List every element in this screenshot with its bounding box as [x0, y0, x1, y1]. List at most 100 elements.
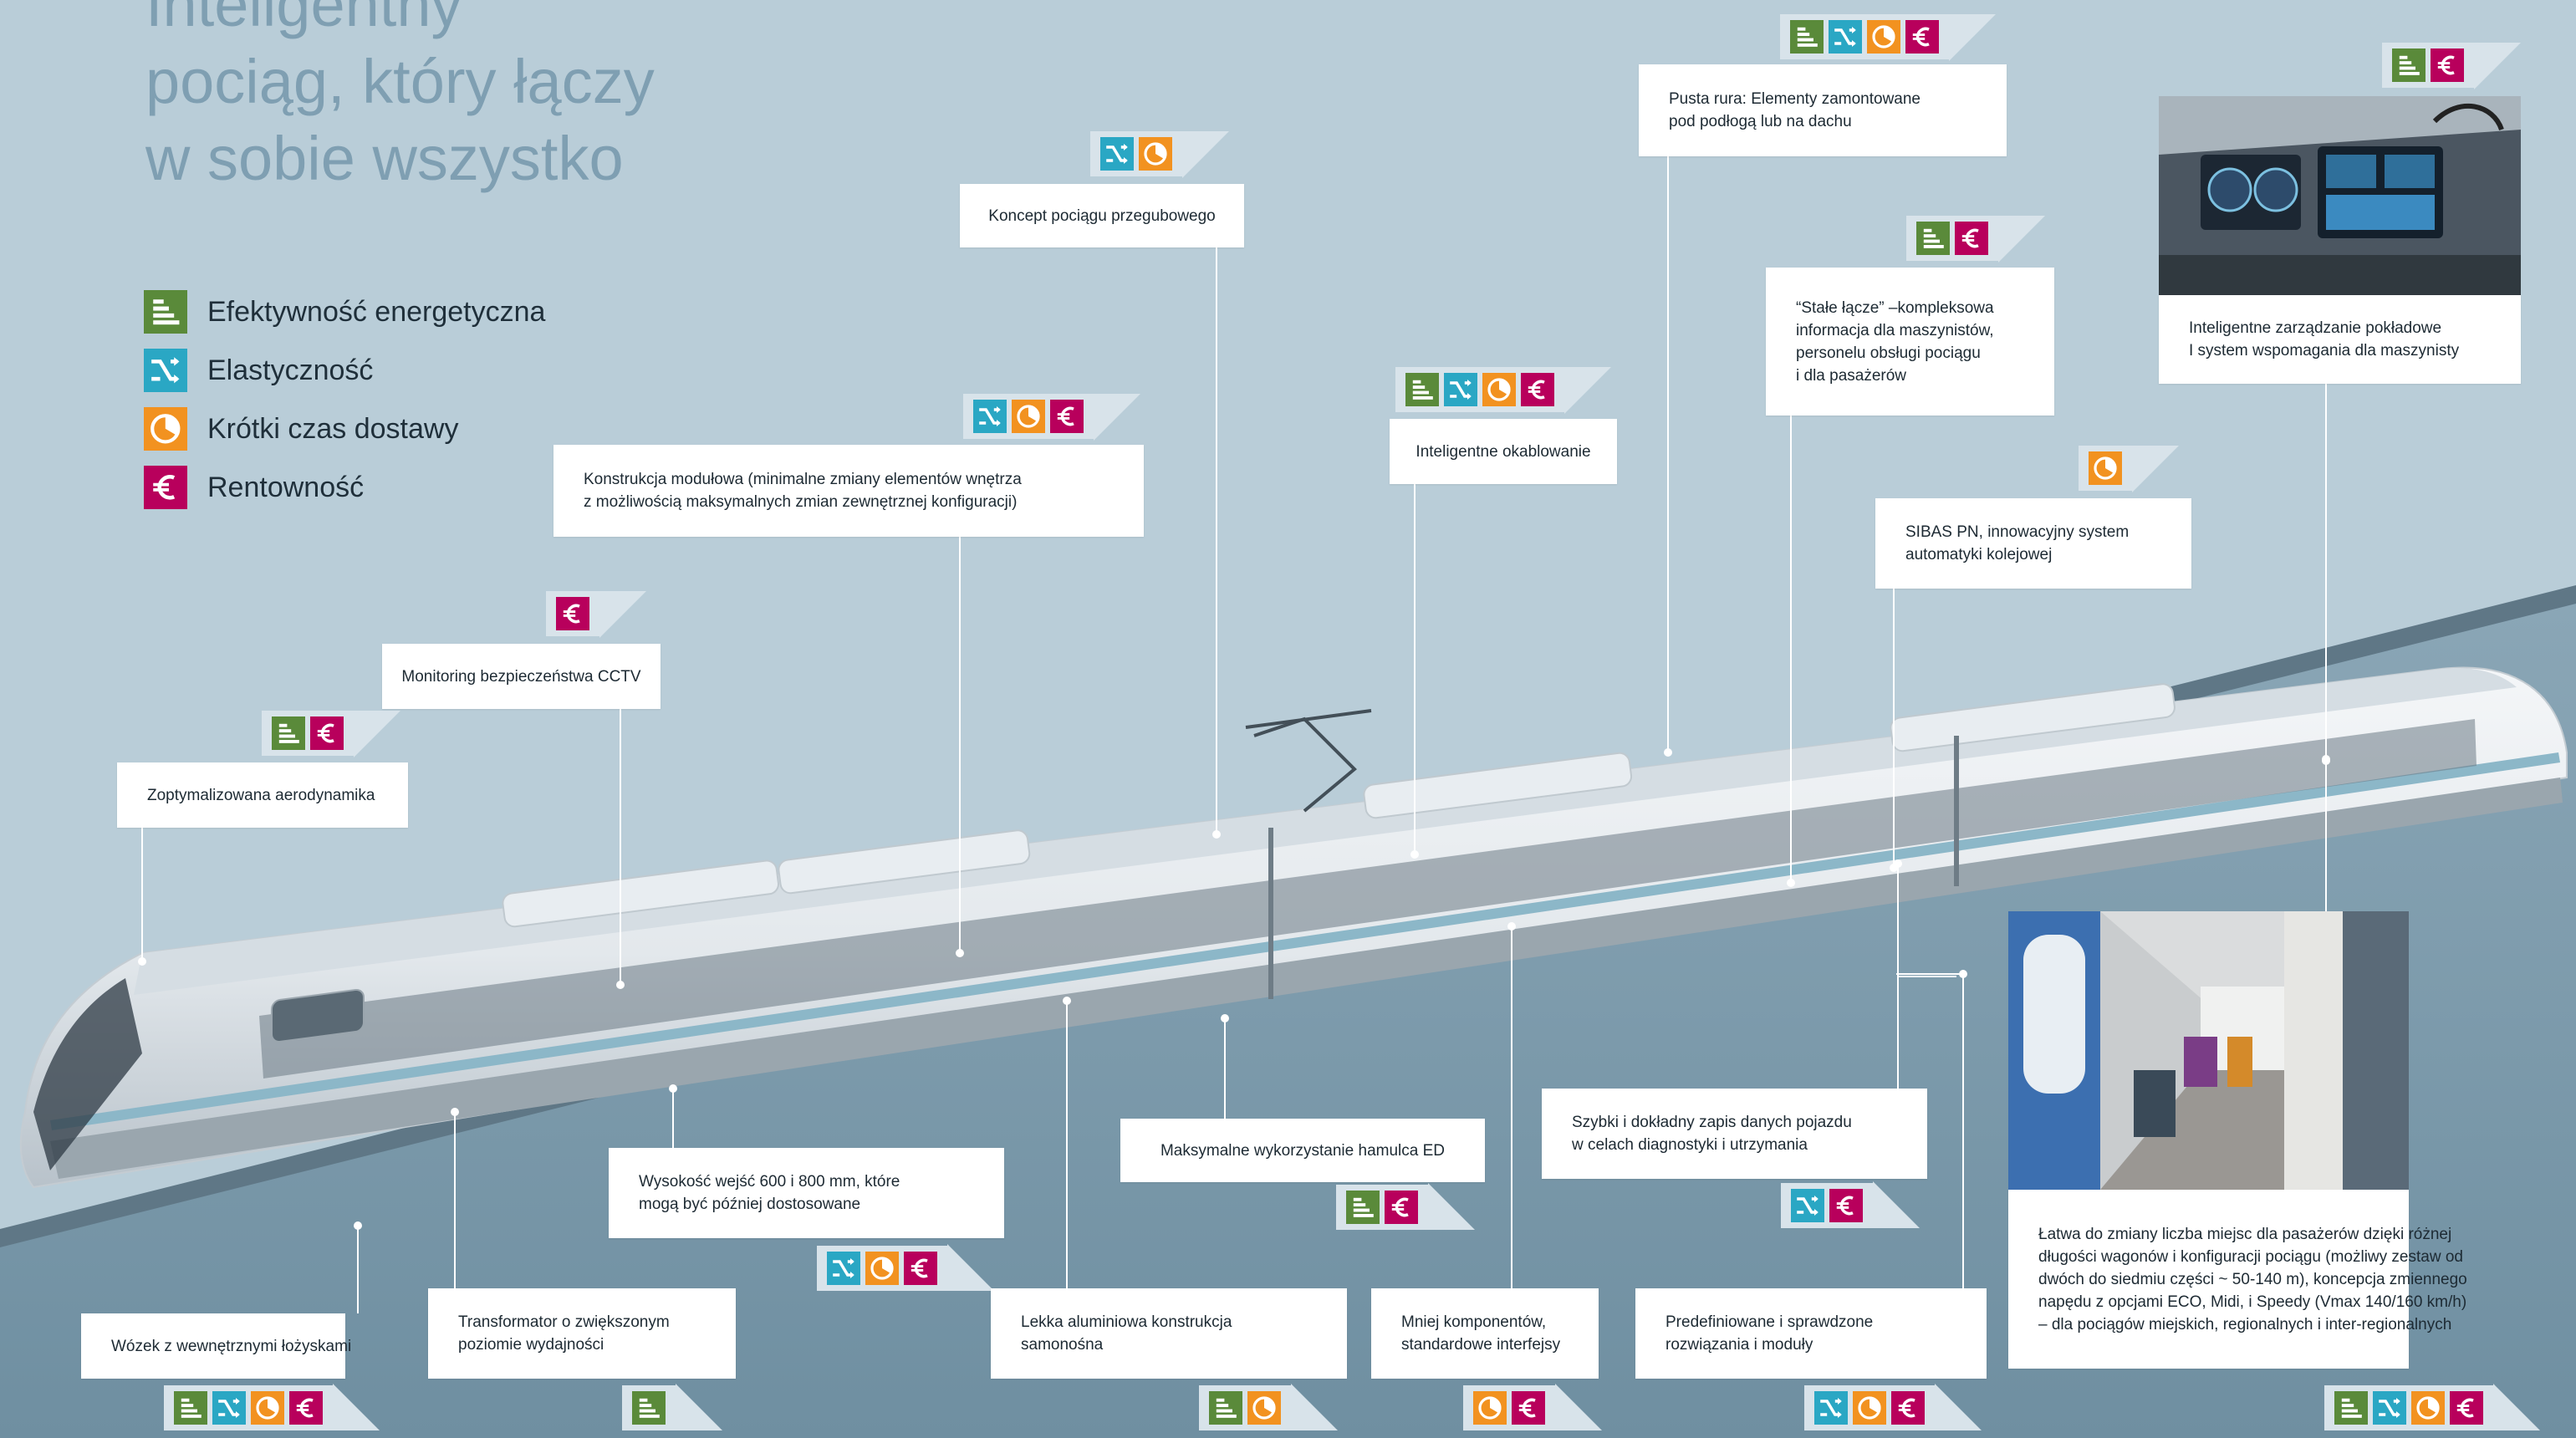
leader-line: [2325, 761, 2327, 911]
energy-bars-icon: [2334, 1391, 2368, 1425]
callout-line: I system wspomagania dla maszynisty: [2189, 342, 2460, 360]
callout-line: Koncept pociągu przegubowego: [988, 207, 1216, 225]
callout-icons: [164, 1384, 380, 1430]
clock-icon: [1473, 1391, 1507, 1425]
euro-icon: [144, 466, 187, 509]
legend-label: Elastyczność: [207, 354, 374, 386]
euro-icon: [904, 1252, 937, 1285]
shuffle-icon: [1814, 1391, 1848, 1425]
callout-line: rozwiązania i moduły: [1665, 1336, 1813, 1354]
clock-icon: [1853, 1391, 1886, 1425]
callout-line: Szybki i dokładny zapis danych pojazdu: [1572, 1114, 1852, 1131]
callout-line: Wózek z wewnętrznymi łożyskami: [111, 1337, 352, 1355]
legend-item-energy: Efektywność energetyczna: [144, 289, 545, 334]
leader-dot: [669, 1084, 677, 1093]
leader-line: [454, 1112, 456, 1288]
callout-icons: [1804, 1384, 1982, 1430]
shuffle-icon: [2373, 1391, 2406, 1425]
callout-line: Predefiniowane i sprawdzone: [1665, 1313, 1874, 1331]
title-line: Inteligentny: [145, 0, 462, 39]
title-line: w sobie wszystko: [145, 124, 624, 193]
energy-bars-icon: [272, 716, 305, 750]
callout-line: Maksymalne wykorzystanie hamulca ED: [1160, 1141, 1445, 1160]
leader-dot: [1410, 850, 1419, 859]
callout-text: “Stałe łącze” –kompleksowa informacja dla…: [1766, 268, 2054, 416]
leader-line: [1414, 484, 1416, 854]
callout-line: “Stałe łącze” –kompleksowa: [1796, 298, 1994, 317]
callout-line: z możliwością maksymalnych zmian zewnętr…: [584, 493, 1018, 511]
callout-icons: [546, 591, 646, 638]
euro-icon: [1955, 222, 1988, 255]
clock-icon: [2089, 451, 2122, 485]
euro-icon: [2431, 48, 2464, 82]
title-line: pociąg, który łączy: [145, 47, 655, 116]
leader-line: [1962, 974, 1964, 1288]
clock-icon: [144, 407, 187, 451]
callout-text: Pusta rura: Elementy zamontowane pod podł…: [1639, 64, 2007, 156]
callout-text: Wózek z wewnętrznymi łożyskami: [81, 1313, 352, 1379]
callout-icons: [1336, 1183, 1475, 1230]
callout-line: – dla pociągów miejskich, regionalnych i…: [2038, 1315, 2452, 1333]
leader-dot: [1221, 1014, 1229, 1022]
callout-icons: [262, 711, 400, 757]
callout-line: Konstrukcja modułowa (minimalne zmiany e…: [584, 471, 1022, 488]
callout-icons: [1395, 367, 1611, 414]
callout-icons: [1199, 1384, 1338, 1430]
leader-dot: [1664, 748, 1672, 757]
leader-dot: [1507, 922, 1516, 931]
euro-icon: [289, 1391, 323, 1425]
legend-item-flex: Elastyczność: [144, 348, 545, 393]
callout-line: Pusta rura: Elementy zamontowane: [1669, 90, 1921, 108]
interior-photo: [2008, 911, 2409, 1190]
callout-line: informacja dla maszynistów,: [1796, 321, 1994, 339]
callout-text: Łatwa do zmiany liczba miejsc dla pasaże…: [2008, 1190, 2467, 1369]
pantograph: [1245, 709, 1372, 813]
callout-text: Inteligentne okablowanie: [1390, 419, 1617, 484]
clock-icon: [1247, 1391, 1281, 1425]
euro-icon: [1385, 1191, 1418, 1224]
shuffle-icon: [212, 1391, 246, 1425]
leader-line: [141, 828, 143, 961]
clock-icon: [1139, 137, 1172, 171]
euro-icon: [1512, 1391, 1545, 1425]
leader-line: [1066, 1001, 1068, 1288]
leader-dot: [1212, 830, 1221, 839]
leader-line: [1667, 156, 1669, 752]
clock-icon: [1012, 400, 1045, 433]
leader-line: [1224, 1018, 1226, 1119]
callout-icons: [963, 394, 1140, 441]
clock-icon: [865, 1252, 899, 1285]
callout-line: dwóch do siedmiu części ~ 50-140 m), kon…: [2038, 1270, 2467, 1288]
leader-dot: [451, 1108, 459, 1116]
energy-bars-icon: [1346, 1191, 1380, 1224]
leader-dot: [354, 1221, 362, 1230]
legend-item-profit: Rentowność: [144, 465, 545, 510]
callout-text: Mniej komponentów,standardowe interfejsy: [1371, 1288, 1599, 1379]
leader-line: [1897, 864, 1899, 1179]
callout-icons: [622, 1384, 722, 1430]
clock-icon: [1867, 20, 1900, 54]
leader-dot: [2322, 757, 2330, 765]
energy-bars-icon: [1209, 1391, 1242, 1425]
clock-icon: [1482, 373, 1516, 406]
clock-icon: [251, 1391, 284, 1425]
legend-item-delivery: Krótki czas dostawy: [144, 406, 545, 451]
shuffle-icon: [144, 349, 187, 392]
callout-text: Konstrukcja modułowa (minimalne zmiany e…: [553, 445, 1144, 537]
callout-line: pod podłogą lub na dachu: [1669, 113, 1852, 130]
shuffle-icon: [1791, 1189, 1824, 1222]
leader-dot: [1063, 997, 1071, 1005]
euro-icon: [1829, 1189, 1863, 1222]
callout-line: długości wagonów i konfiguracji pociągu …: [2038, 1247, 2463, 1266]
shuffle-icon: [1444, 373, 1477, 406]
train: [19, 666, 2568, 1189]
leader-line: [1790, 416, 1792, 883]
leader-dot: [1894, 859, 1902, 868]
callout-line: Łatwa do zmiany liczba miejsc dla pasaże…: [2038, 1225, 2452, 1243]
callout-line: w celach diagnostyki i utrzymania: [1572, 1136, 1808, 1154]
